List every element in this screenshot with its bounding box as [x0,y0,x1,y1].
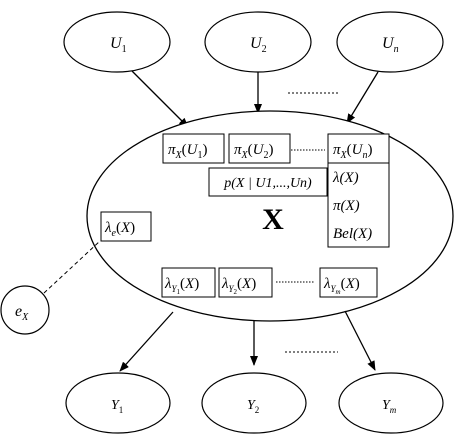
child-node-y2[interactable]: Y2 [201,372,307,434]
child-node-ym[interactable]: Ym [338,372,444,434]
pi-message-u1: πX(U1) [162,133,225,164]
center-node-label: X [262,203,284,236]
parent-node-u1[interactable]: U1 [63,11,171,73]
bel-x-label: Bel(X) [333,226,372,242]
svg-text:λe(X): λe(X) [104,220,135,239]
child-node-y1[interactable]: Y1 [65,372,171,434]
cpt-box: p(X | U1,...,Un) [208,167,328,197]
pi-message-u2: πX(U2) [228,133,291,164]
edge-x-ym [344,310,376,371]
u2-label: U2 [250,35,267,55]
svg-text:λY2(X): λY2(X) [221,276,256,296]
lambda-message-ym: λYm(X) [319,267,378,298]
svg-text:λYm(X): λYm(X) [323,276,360,296]
belief-stack-box: λ(X) π(X) Bel(X) [327,162,390,248]
y2-label: Y2 [247,398,259,415]
edge-evidence [43,240,101,294]
pi-x-label: π(X) [333,198,360,214]
evidence-node[interactable]: eX [0,285,50,335]
u1-label: U1 [110,35,127,55]
svg-text:p(X | U1,...,Un): p(X | U1,...,Un) [223,176,312,191]
parent-node-un[interactable]: Un [336,11,444,73]
pi-message-un: πX(Un) [327,133,390,164]
parent-node-u2[interactable]: U2 [204,11,312,73]
svg-text:πX(U1): πX(U1) [168,142,207,161]
svg-text:πX(Un): πX(Un) [333,142,372,161]
y1-label: Y1 [111,398,123,415]
edge-x-y1 [119,311,174,372]
lambda-message-y2: λY2(X) [218,267,273,298]
edge-u1-x [131,70,189,128]
lambda-x-label: λ(X) [332,170,359,186]
ym-label: Ym [382,398,397,415]
evidence-label: eX [15,303,29,323]
lambda-evidence-box: λe(X) [100,211,152,242]
edge-un-x [346,71,379,124]
svg-text:λY1(X): λY1(X) [164,276,199,296]
svg-text:πX(U2): πX(U2) [234,142,273,161]
lambda-message-y1: λY1(X) [161,267,216,298]
un-label: Un [382,35,399,55]
